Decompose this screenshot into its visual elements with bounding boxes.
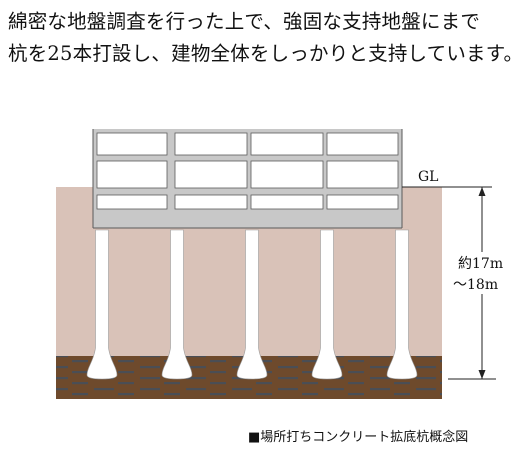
intro-text: 綿密な地盤調査を行った上で、強固な支持地盤にまで 杭を25本打設し、建物全体をし… [8,6,520,70]
bearing-layer [56,356,442,399]
building-structure [92,129,403,229]
pile [311,229,343,380]
depth-dimension [448,187,512,380]
depth-label-line-1: 約17m [458,256,503,272]
intro-line-2: 杭を25本打設し、建物全体をしっかりと支持しています。 [8,42,520,65]
diagram-caption: ■場所打ちコンクリート拡底杭概念図 [248,430,469,445]
building-window [174,194,248,210]
piles [86,229,418,380]
pile [86,229,118,380]
building-window [326,160,399,189]
building-window [96,132,168,156]
building-window [96,160,168,189]
depth-label-line-2: ～18m [453,277,498,293]
building-window [326,194,399,210]
building-window [326,132,399,156]
intro-line-1: 綿密な地盤調査を行った上で、強固な支持地盤にまで [8,10,481,33]
building-window [250,194,324,210]
building-window [174,160,248,189]
pile [236,229,268,380]
pile [161,229,193,380]
building-window [174,132,248,156]
building-window [96,194,168,210]
pile [386,229,418,380]
building-window [250,132,324,156]
gl-label: GL [418,169,438,185]
building-window [250,160,324,189]
